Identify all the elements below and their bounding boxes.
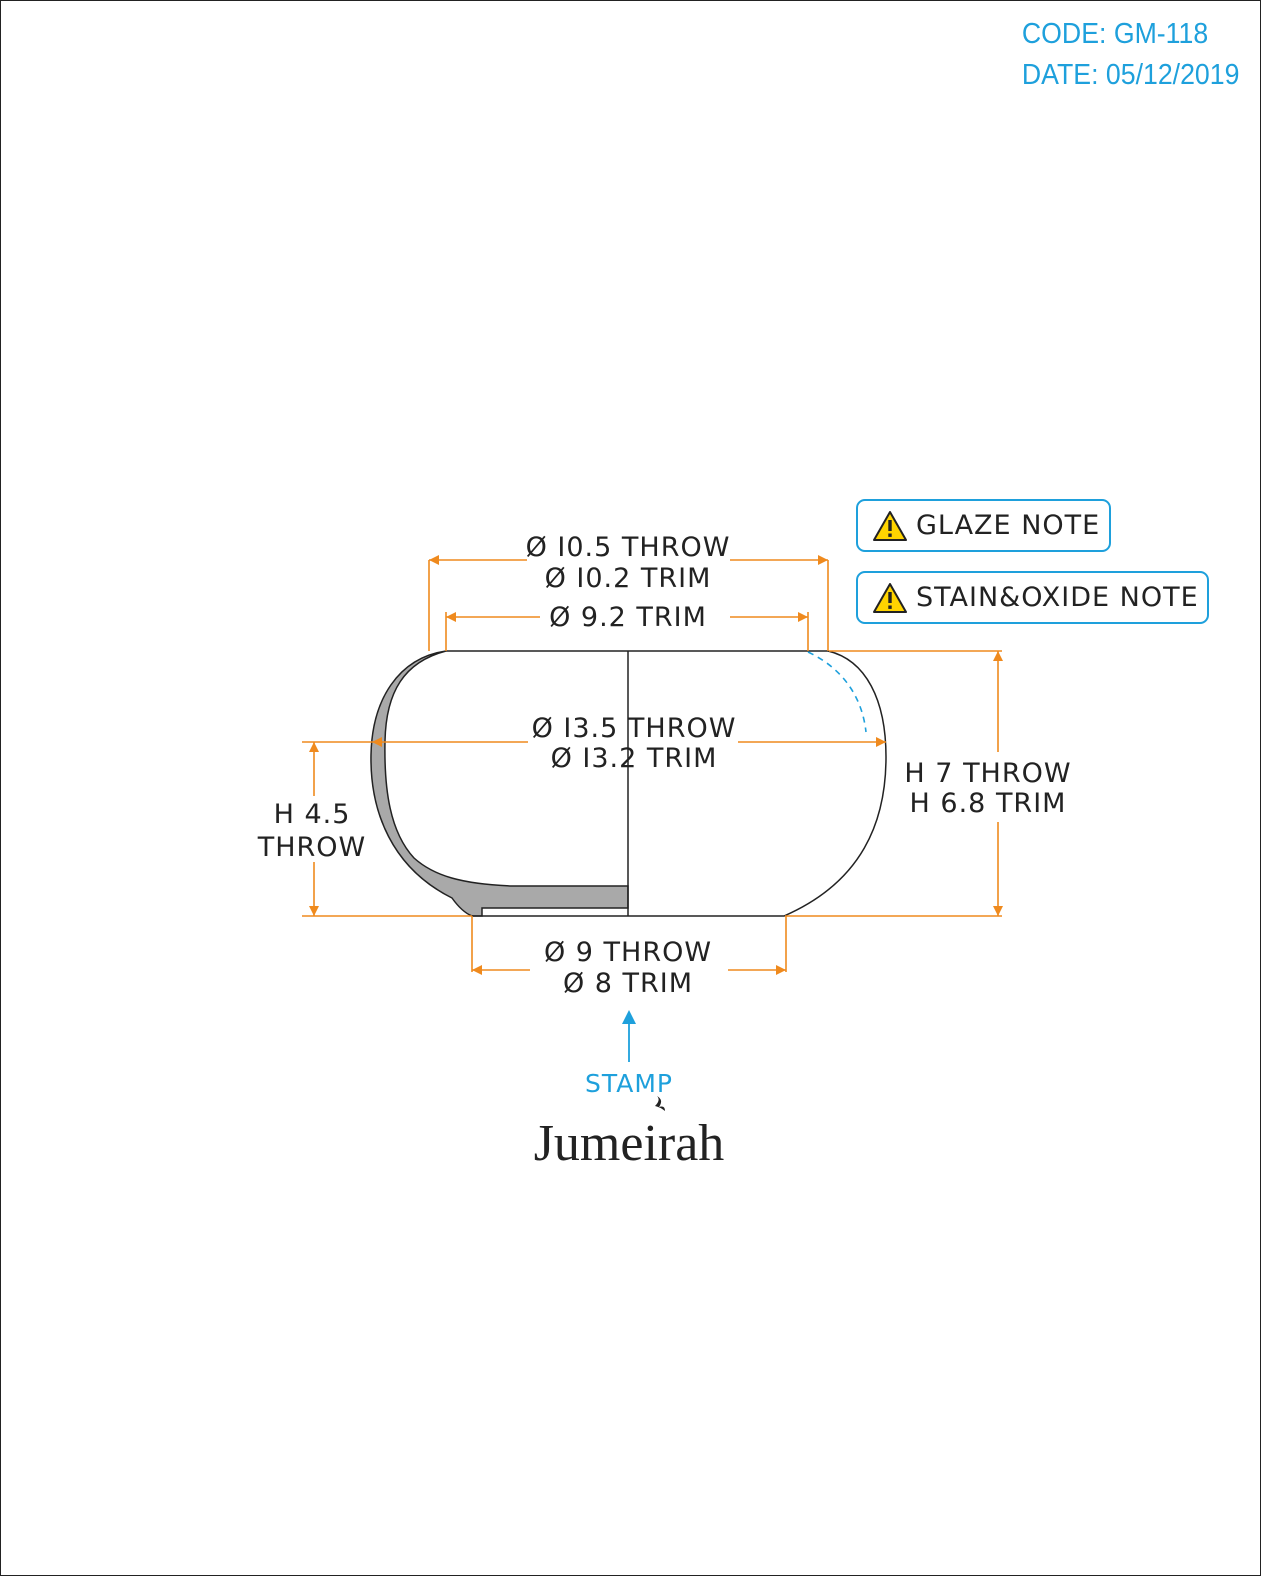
glaze-note-button[interactable]: GLAZE NOTE: [856, 499, 1111, 552]
stamp-label: STAMP: [585, 1069, 673, 1098]
trim-line-dashed: [807, 651, 867, 733]
partial-height-throw-label: THROW: [257, 832, 367, 863]
max-diameter-trim-label: Ø I3.2 TRIM: [551, 743, 718, 774]
code-label: CODE: GM-118: [1021, 18, 1208, 50]
rim-inner-trim-label: Ø 9.2 TRIM: [549, 602, 707, 633]
bowl-outer-profile: [446, 650, 887, 917]
partial-height-label: H 4.5: [274, 799, 351, 830]
base-throw-label: Ø 9 THROW: [544, 937, 712, 968]
dimension-lines: [309, 555, 1003, 975]
rim-trim-label: Ø I0.2 TRIM: [545, 563, 712, 594]
title-block: CODE: GM-118 DATE: 05/12/2019: [1021, 14, 1239, 96]
jumeirah-logo: Jumeirah: [534, 1096, 725, 1172]
warning-triangle-icon: [873, 510, 907, 541]
max-diameter-throw-label: Ø I3.5 THROW: [532, 713, 737, 744]
base-trim-label: Ø 8 TRIM: [563, 968, 693, 999]
height-trim-label: H 6.8 TRIM: [910, 788, 1067, 819]
warning-triangle-icon: [873, 582, 907, 613]
stain-oxide-note-label: STAIN&OXIDE NOTE: [916, 582, 1199, 613]
section-fill: [370, 650, 629, 917]
stamp-pointer-arrowhead: [622, 1010, 636, 1024]
height-throw-label: H 7 THROW: [904, 758, 1071, 789]
date-label: DATE: 05/12/2019: [1021, 59, 1239, 91]
logo-text: Jumeirah: [534, 1115, 725, 1172]
rim-throw-label: Ø I0.5 THROW: [526, 532, 731, 563]
stain-oxide-note-button[interactable]: STAIN&OXIDE NOTE: [856, 571, 1209, 624]
glaze-note-label: GLAZE NOTE: [916, 510, 1101, 541]
